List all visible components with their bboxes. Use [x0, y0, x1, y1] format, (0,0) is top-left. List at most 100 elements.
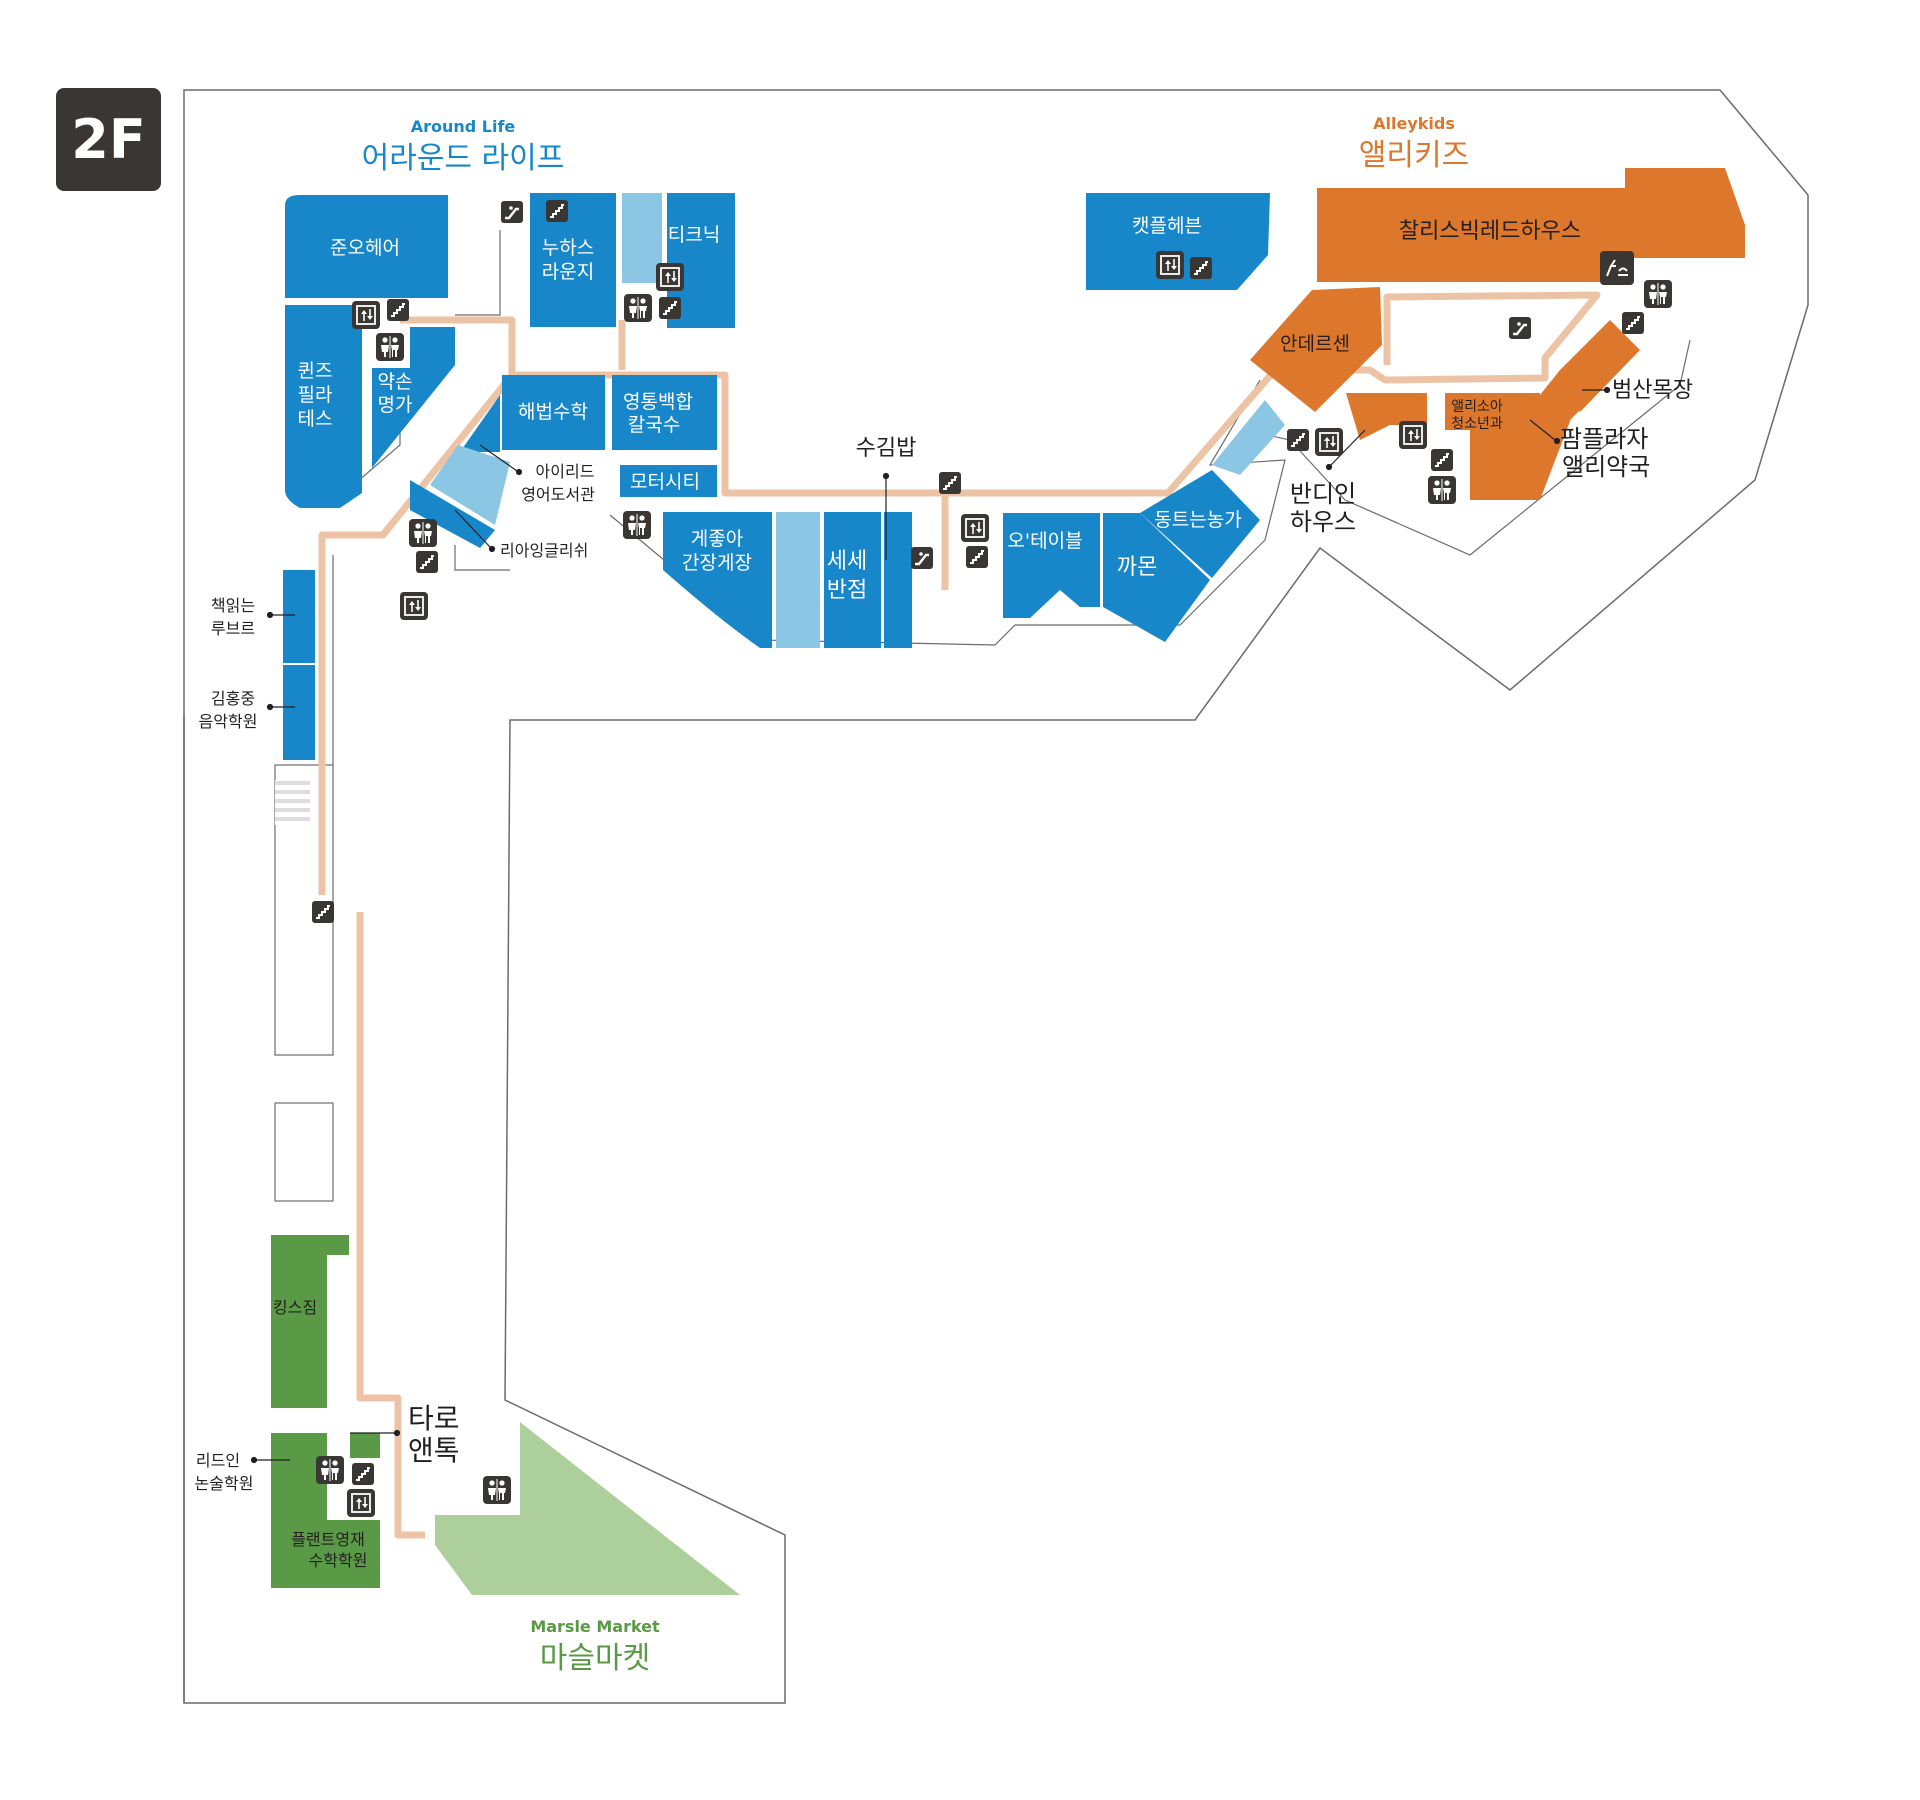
label-gyejoa-2: 간장게장 [682, 552, 752, 574]
zone-alleykids-ko: 앨리키즈 [1359, 138, 1469, 173]
zone-marsle-ko: 마슬마켓 [540, 1641, 650, 1676]
label-queens-1: 퀸즈 [298, 360, 333, 382]
store-charles-big-red-house[interactable] [1317, 168, 1745, 282]
label-beomsan: 범산목장 [1612, 378, 1693, 403]
zone-around-life-ko: 어라운드 라이프 [362, 141, 565, 176]
label-pampla-2: 앨리약국 [1562, 453, 1650, 481]
store-ally-pharmacy[interactable] [1540, 370, 1590, 450]
stairs-icon [311, 900, 335, 924]
store-beomsan[interactable] [1560, 320, 1640, 412]
store-sese[interactable] [824, 512, 881, 648]
label-dongteu: 동트는농가 [1154, 509, 1241, 531]
label-ireed-2: 영어도서관 [521, 485, 595, 504]
store-plant-upper[interactable] [350, 1433, 380, 1458]
label-queens-2: 필라 [298, 384, 333, 406]
store-plant[interactable] [271, 1433, 380, 1588]
store-ally-sowa[interactable] [1346, 393, 1427, 440]
label-nuhas-2: 라운지 [542, 261, 594, 283]
label-anderson: 안데르센 [1280, 333, 1350, 355]
wall-segment [329, 230, 510, 765]
label-plant-2: 수학학원 [309, 1551, 368, 1570]
store-nuhas-lounge[interactable] [530, 193, 616, 327]
restroom-icon [315, 1455, 345, 1485]
store-kkamon[interactable] [1103, 513, 1210, 642]
label-yeongtong-1: 영통백합 [623, 391, 693, 413]
label-kimhongjung-1: 김홍중 [211, 689, 255, 708]
restroom-icon [623, 293, 653, 323]
label-junoh-hair: 준오헤어 [330, 237, 400, 259]
store-kings-gym[interactable] [271, 1235, 349, 1408]
label-nuhas-1: 누하스 [542, 237, 594, 259]
label-kkamon: 까몬 [1117, 555, 1157, 580]
store-anderson[interactable] [1250, 287, 1382, 412]
stairs-icon [1430, 448, 1454, 472]
marsle-market-area [435, 1422, 740, 1595]
store-reading-english[interactable] [410, 480, 495, 548]
elevator-icon [1155, 250, 1185, 280]
stairs-icon [386, 298, 410, 322]
restroom-icon [375, 332, 405, 362]
label-bandi-1: 반디인 [1290, 480, 1356, 508]
restroom-icon [408, 518, 438, 548]
zone-marsle-en: Marsle Market [530, 1617, 660, 1636]
label-gyejoa-1: 게좋아 [691, 528, 743, 550]
elevator-icon [1398, 420, 1428, 450]
stairs-icon [658, 296, 682, 320]
store-yeongtong[interactable] [612, 375, 717, 450]
restroom-icon [622, 510, 652, 540]
label-ally-sowa-1: 앨리소아 [1451, 399, 1503, 415]
escalator-icon [499, 199, 525, 225]
stairs-icon [1621, 311, 1645, 335]
store-kaepeul-heaven[interactable] [1086, 193, 1270, 290]
floor-badge: 2F [56, 88, 161, 191]
elevator-icon [351, 300, 381, 330]
store-kimhongjung[interactable] [283, 665, 315, 760]
store-sese-2[interactable] [884, 512, 912, 648]
label-readin-2: 논술학원 [195, 1474, 254, 1493]
store-gyejoa-atrium [776, 512, 820, 648]
elevator-icon [346, 1488, 376, 1518]
store-yakson[interactable] [372, 327, 455, 468]
label-readin-1: 리드인 [196, 1451, 240, 1470]
label-yeongtong-2: 칼국수 [628, 414, 680, 436]
store-dongteu-atrium [1212, 400, 1285, 475]
store-haebeop[interactable] [502, 375, 605, 450]
label-haebeop: 해법수학 [518, 401, 588, 423]
label-yakson-1: 약손 [378, 371, 413, 393]
nursing-room-icon [1599, 250, 1635, 286]
restroom-icon [1427, 475, 1457, 505]
label-taro-1: 타로 [408, 1402, 460, 1435]
building-outline [183, 89, 1809, 1704]
store-ally-sowa-2[interactable] [1445, 393, 1540, 500]
store-motor-city[interactable] [620, 465, 717, 497]
label-kimhongjung-2: 음악학원 [199, 712, 258, 731]
label-queens-3: 테스 [298, 408, 333, 430]
label-bandi-2: 하우스 [1290, 508, 1356, 536]
zone-around-life-en: Around Life [411, 117, 516, 136]
stairs-icon [545, 199, 569, 223]
store-queens-pilates[interactable] [285, 305, 362, 508]
stairs-icon [1286, 428, 1310, 452]
store-dongteu[interactable] [1140, 470, 1260, 578]
label-kings-gym: 킹스짐 [273, 1298, 317, 1317]
store-ireed[interactable] [460, 395, 500, 452]
store-gyejoa[interactable] [663, 512, 772, 648]
label-motor-city: 모터시티 [630, 471, 700, 493]
store-book-louvre[interactable] [283, 570, 315, 663]
restroom-icon [1643, 279, 1673, 309]
label-otable: 오'테이블 [1007, 530, 1082, 552]
label-sese-1: 세세 [827, 549, 867, 574]
label-taro-2: 앤톡 [408, 1434, 460, 1467]
store-otable[interactable] [1003, 513, 1100, 618]
label-yakson-2: 명가 [378, 394, 413, 416]
stairs-icon [351, 1462, 375, 1486]
label-charles: 찰리스빅레드하우스 [1399, 219, 1581, 244]
elevator-icon [960, 513, 990, 543]
label-book-louvre-2: 루브르 [211, 619, 255, 638]
label-tikunik: 티크닉 [668, 224, 720, 246]
label-sese-2: 반점 [827, 578, 867, 603]
store-tikunik-atrium [622, 193, 662, 283]
store-junoh-hair[interactable] [285, 195, 448, 298]
restroom-icon [482, 1475, 512, 1505]
